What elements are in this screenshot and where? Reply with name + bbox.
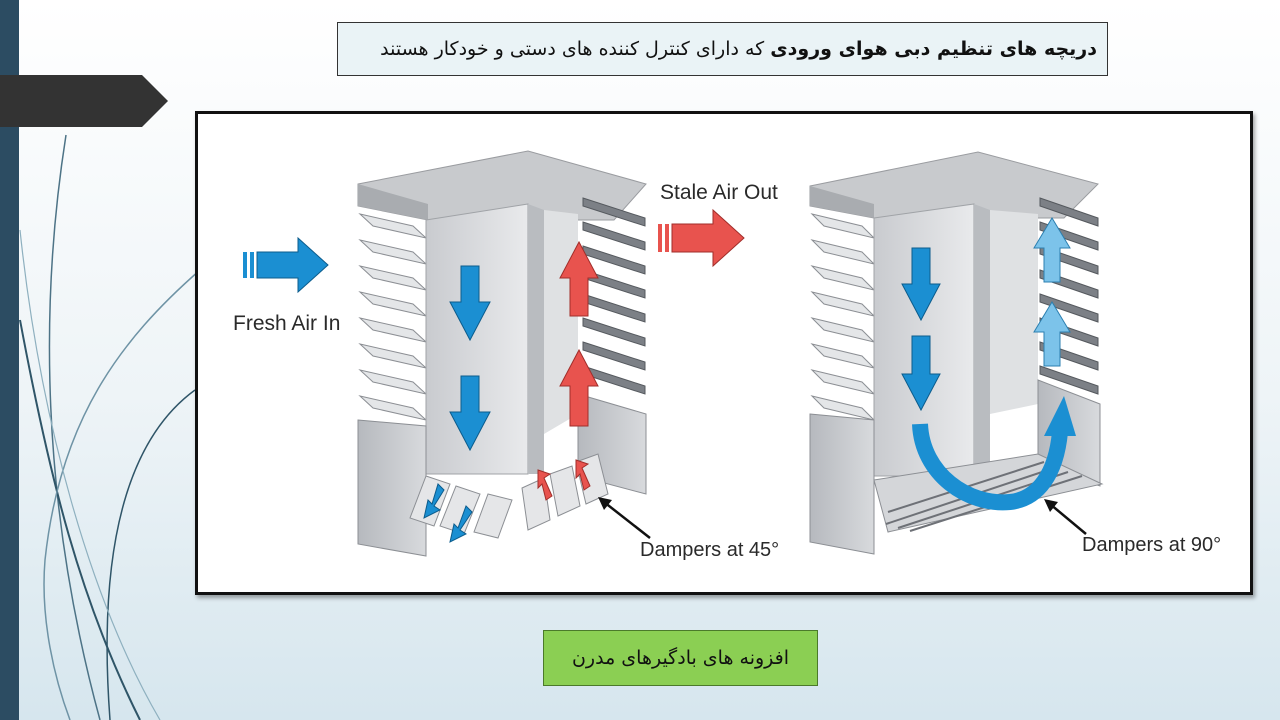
damper90-label: Dampers at 90° [1082,534,1221,556]
title-bold-part: دریچه های تنظیم دبی هوای ورودی [770,38,1097,60]
left-tower [357,150,651,557]
damper90-pointer [1049,503,1087,535]
damper45-label: Dampers at 45° [640,539,779,561]
airflow-curve [912,423,1068,511]
decorative-curves [19,134,201,720]
slide-tab-marker [0,75,168,127]
airflow-curve-head [1044,396,1076,436]
right-tower-up-arrows [1033,217,1071,367]
caption-text: افزونه های بادگیرهای مدرن [571,647,790,669]
right-tower [809,151,1104,555]
left-tower-up-arrows [559,240,599,427]
slide-title: دریچه های تنظیم دبی هوای ورودی که دارای … [337,22,1108,76]
fresh-air-arrow [243,236,329,294]
right-tower-down-arrows [901,247,941,412]
fresh-air-label: Fresh Air In [233,312,340,335]
stale-air-arrow [658,208,745,268]
left-accent-strip [0,0,19,720]
title-regular-part: که دارای کنترل کننده های دستی و خودکار ه… [380,38,771,60]
left-tower-damper-arrows [423,459,591,543]
left-tower-down-arrows [449,265,491,452]
caption: افزونه های بادگیرهای مدرن [543,630,818,686]
windcatcher-diagram: Fresh Air In Stale Air Out Dampers at 45… [233,150,1221,561]
stale-air-label: Stale Air Out [660,181,778,204]
damper45-pointer [603,501,651,539]
windcatcher-diagram-frame: Fresh Air In Stale Air Out Dampers at 45… [195,111,1253,595]
